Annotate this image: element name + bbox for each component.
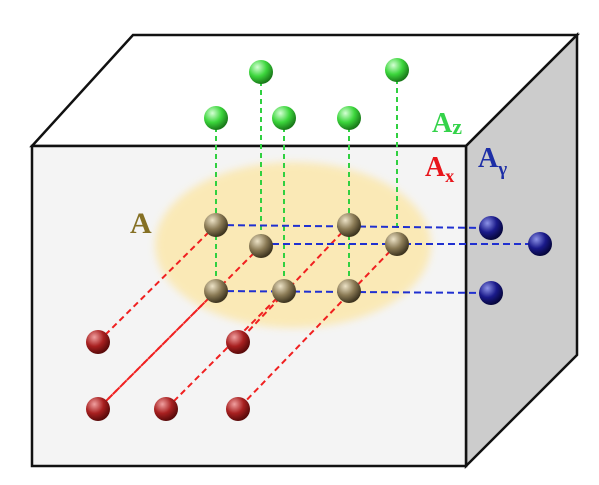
z-projection-lines	[215, 70, 398, 291]
x-atom	[226, 397, 250, 421]
x-atom	[154, 397, 178, 421]
x-projection-line	[165, 290, 285, 410]
center-atom	[337, 213, 361, 237]
x-projection-line	[97, 224, 217, 343]
y-label: Aγ	[478, 143, 507, 180]
x-projection-lines	[97, 224, 398, 410]
center-atom	[385, 232, 409, 256]
atom-spheres	[86, 58, 552, 421]
center-atom	[204, 213, 228, 237]
z-atom	[337, 106, 361, 130]
x-atom	[86, 330, 110, 354]
z-label: Az	[432, 108, 462, 139]
x-atom	[226, 330, 250, 354]
x-projection-line	[237, 243, 398, 410]
z-atom	[249, 60, 273, 84]
y-atom	[479, 216, 503, 240]
center-label: A	[130, 207, 152, 240]
x-atom	[86, 397, 110, 421]
center-atom	[272, 279, 296, 303]
y-atom	[528, 232, 552, 256]
x-label: Ax	[425, 152, 454, 186]
z-atom	[204, 106, 228, 130]
y-atom	[479, 281, 503, 305]
center-atom	[337, 279, 361, 303]
x-projection-line	[237, 224, 350, 343]
z-atom	[272, 106, 296, 130]
center-atom	[204, 279, 228, 303]
z-atom	[385, 58, 409, 82]
center-atom	[249, 234, 273, 258]
x-projection-line	[97, 290, 217, 410]
